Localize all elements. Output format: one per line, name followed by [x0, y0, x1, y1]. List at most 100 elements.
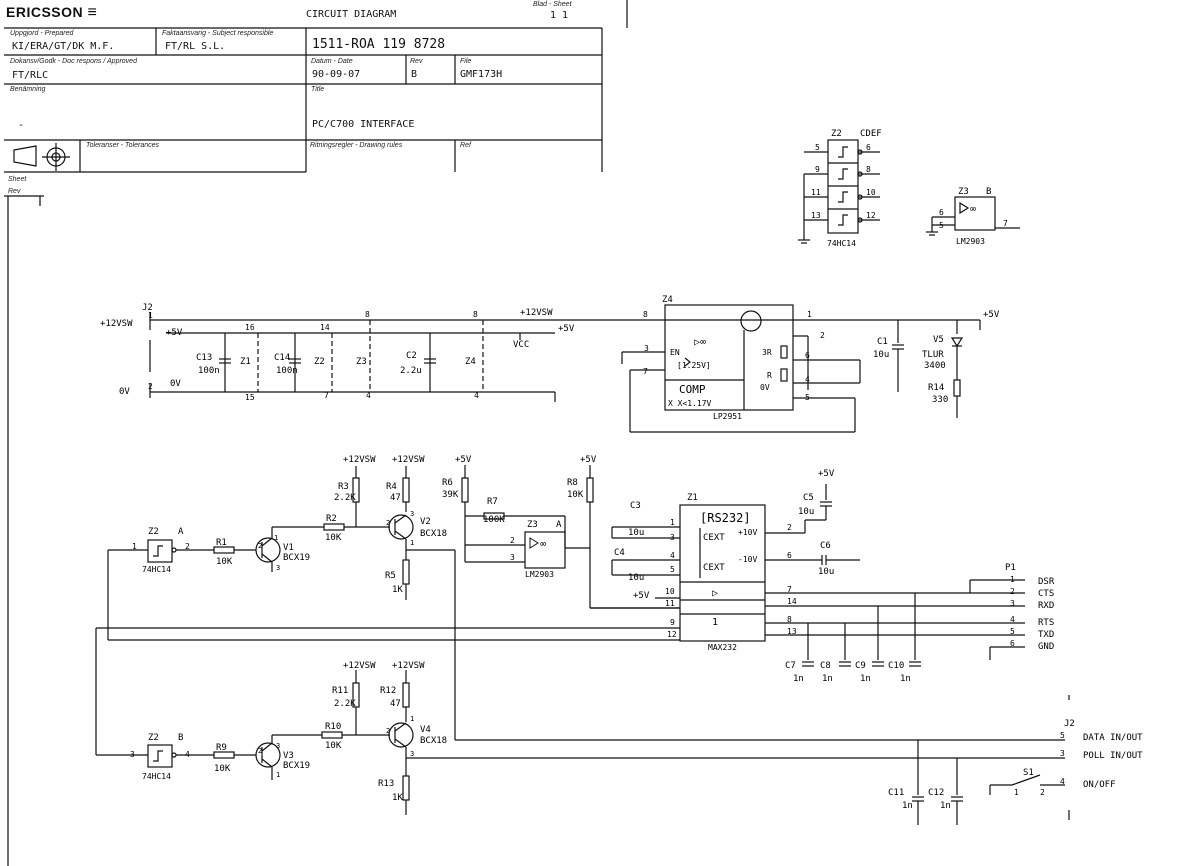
pin-label: 2 [1010, 587, 1015, 596]
pin-label: 6 [866, 143, 871, 152]
prepared-label: Uppgjord - Prepared [10, 30, 74, 37]
z1-part: MAX232 [708, 643, 737, 652]
component-label: R4 [386, 482, 397, 492]
component-value: 1n [822, 674, 833, 684]
component-value: 3400 [924, 361, 946, 371]
signal-txd: TXD [1038, 630, 1054, 640]
component-value: TLUR [922, 350, 944, 360]
pin-label: 5 [815, 143, 820, 152]
z3-top-ref: Z3 [958, 187, 969, 197]
pin-label: 4 [805, 375, 810, 384]
component-label: C12 [928, 788, 944, 798]
component-label: R6 [442, 478, 453, 488]
pin-label: 4 [366, 391, 371, 400]
switch-label: S1 [1023, 768, 1034, 778]
pin-label: 8 [473, 310, 478, 319]
power-rails [149, 312, 980, 402]
rail-label: +5V [580, 455, 597, 465]
component-label: R13 [378, 779, 394, 789]
component-label: R12 [380, 686, 396, 696]
connector-label: J2 [142, 303, 153, 313]
pin-label: 3 [510, 553, 515, 562]
z1-p10v: +10V [738, 528, 757, 537]
doc-number: 1511-ROA 119 8728 [312, 37, 446, 52]
component-label: R7 [487, 497, 498, 507]
pin-label: 7 [787, 585, 792, 594]
pin-label: 5 [939, 221, 944, 230]
component-value: 10K [325, 741, 342, 751]
component-label: A [178, 527, 184, 537]
pin-label: 13 [811, 211, 821, 220]
component-value: 10K [216, 557, 233, 567]
title-label: Title [311, 86, 325, 93]
component-value: 47 [390, 699, 401, 709]
blad-value: 1 1 [550, 10, 569, 21]
pin-label: 5 [805, 393, 810, 402]
drawing-rules-label: Ritningsregler - Drawing rules [310, 142, 403, 149]
pin-label: 9 [815, 165, 820, 174]
pin-label: 5 [1060, 731, 1065, 740]
pin-label: 1 [1010, 575, 1015, 584]
component-label: C11 [888, 788, 904, 798]
pin-label: 13 [787, 627, 797, 636]
pin-label: 2 [1040, 788, 1045, 797]
pin-label: 1 [1014, 788, 1019, 797]
pin-label: 2 [185, 542, 190, 551]
pin-label: 6 [1010, 639, 1015, 648]
component-value: 2.2K [334, 493, 356, 503]
z4-0v: 0V [760, 383, 770, 392]
component-value: 1n [902, 801, 913, 811]
component-label: R5 [385, 571, 396, 581]
z1-max232 [95, 484, 1025, 755]
component-value: LM2903 [525, 570, 554, 579]
z4-ref125: [1.25V] [677, 361, 711, 370]
component-label: Z2 [148, 733, 159, 743]
component-label: C13 [196, 353, 212, 363]
pin-label: 6 [805, 351, 810, 360]
pin-label: 2 [510, 536, 515, 545]
pin-label: 2 [386, 519, 390, 527]
pin-label: 1 [148, 311, 153, 320]
pin-label: 11 [811, 188, 821, 197]
rail-label: +12VSW [100, 319, 133, 329]
ericsson-logo: ERICSSON ≡ [6, 4, 98, 21]
component-label: C9 [855, 661, 866, 671]
component-value: 1n [940, 801, 951, 811]
responsible-label: Faktaansvarig - Subject responsible [162, 30, 274, 37]
rail-label: +5V [818, 469, 835, 479]
signal-data-io: DATA IN/OUT [1083, 733, 1143, 743]
component-label: C3 [630, 501, 641, 511]
component-label: R10 [325, 722, 341, 732]
pin-label: 4 [185, 750, 190, 759]
rev-small-label: Rev [8, 188, 21, 195]
z3b-opamp-symbol: ∞ [540, 539, 546, 550]
ref-label: Ref [460, 142, 471, 149]
pin-label: 1 [670, 518, 675, 527]
pin-label: 8 [365, 310, 370, 319]
component-value: 100K [483, 515, 505, 525]
buffer-symbol: ▷ [712, 588, 718, 599]
rail-label: +5V [983, 310, 1000, 320]
rev-label: Rev [410, 58, 423, 65]
title-value: PC/C700 INTERFACE [312, 119, 415, 130]
component-value: 39K [442, 490, 459, 500]
approved-label: Dokansv/Godk - Doc respons / Approved [10, 58, 137, 65]
signal-onoff: ON/OFF [1083, 780, 1116, 790]
pin-label: 4 [1010, 615, 1015, 624]
pin-label: 14 [320, 323, 330, 332]
pin-label: 12 [866, 211, 876, 220]
component-label: V1 [283, 543, 294, 553]
component-label: R14 [928, 383, 944, 393]
component-label: C10 [888, 661, 904, 671]
component-label: Z2 [314, 357, 325, 367]
pin-label: 1 [410, 715, 414, 723]
rail-label: +5V [455, 455, 472, 465]
pin-label: 3 [1060, 749, 1065, 758]
component-value: 100n [276, 366, 298, 376]
pin-label: 2 [148, 382, 153, 391]
prepared-value: KI/ERA/GT/DK M.F. [12, 41, 115, 52]
z4-opamp-symbol: ▷∞ [694, 337, 706, 348]
component-value: BCX19 [283, 761, 310, 771]
rail-label: +12VSW [343, 661, 376, 671]
